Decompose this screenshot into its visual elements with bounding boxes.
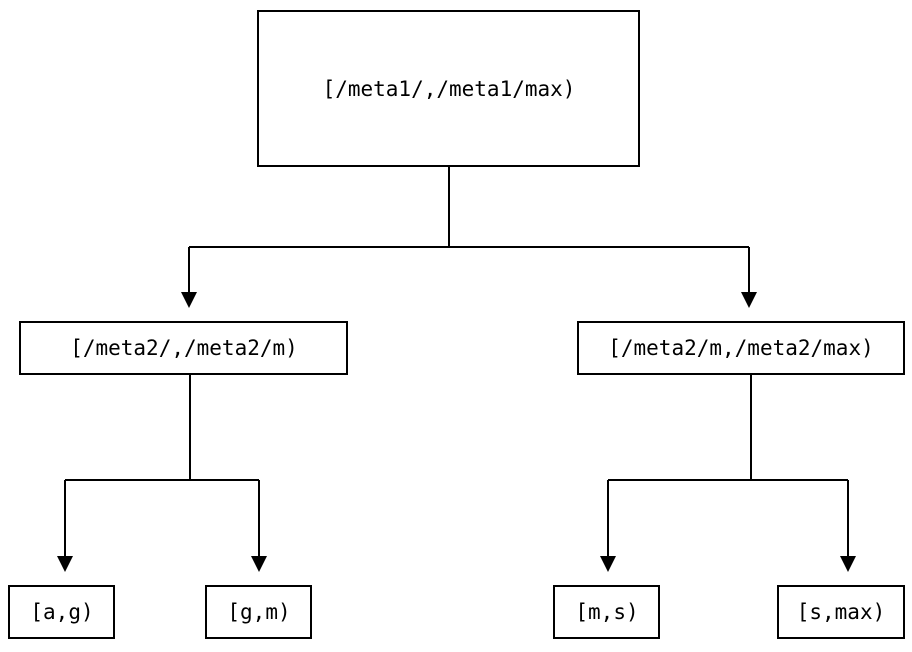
node-leaf-gm-box[interactable] — [204, 584, 313, 640]
node-leaf-ms-box[interactable] — [552, 584, 661, 640]
node-leaf-smax-label: [s,max) — [797, 600, 886, 624]
edge-group-midright-to-leaves — [600, 374, 856, 572]
node-leaf-gm-label: [g,m) — [227, 600, 290, 624]
arrowhead-to-mid-right-icon — [741, 292, 757, 308]
node-leaf-smax-box[interactable] — [776, 584, 906, 640]
node-leaf-ag-label: [a,g) — [30, 600, 93, 624]
node-mid-right[interactable]: [/meta2/m,/meta2/max) — [576, 320, 906, 376]
arrowhead-to-leaf-ag-icon — [57, 556, 73, 572]
node-root[interactable]: [/meta1/,/meta1/max) — [256, 9, 641, 168]
node-leaf-smax[interactable]: [s,max) — [776, 584, 906, 640]
edge-group-midleft-to-leaves — [57, 374, 267, 572]
node-root-label: [/meta1/,/meta1/max) — [323, 77, 576, 101]
node-leaf-gm[interactable]: [g,m) — [204, 584, 313, 640]
node-leaf-ms[interactable]: [m,s) — [552, 584, 661, 640]
node-mid-right-label: [/meta2/m,/meta2/max) — [608, 336, 874, 360]
node-leaf-ag-box[interactable] — [7, 584, 116, 640]
arrowhead-to-leaf-smax-icon — [840, 556, 856, 572]
node-leaf-ag[interactable]: [a,g) — [7, 584, 116, 640]
arrowhead-to-leaf-ms-icon — [600, 556, 616, 572]
arrowhead-to-leaf-gm-icon — [251, 556, 267, 572]
node-mid-left-label: [/meta2/,/meta2/m) — [70, 336, 298, 360]
node-root-box[interactable] — [256, 9, 641, 168]
node-mid-left-box[interactable] — [18, 320, 349, 376]
edge-group-root-to-mid — [181, 166, 757, 308]
arrowhead-to-mid-left-icon — [181, 292, 197, 308]
node-leaf-ms-label: [m,s) — [575, 600, 638, 624]
node-mid-right-box[interactable] — [576, 320, 906, 376]
node-mid-left[interactable]: [/meta2/,/meta2/m) — [18, 320, 349, 376]
